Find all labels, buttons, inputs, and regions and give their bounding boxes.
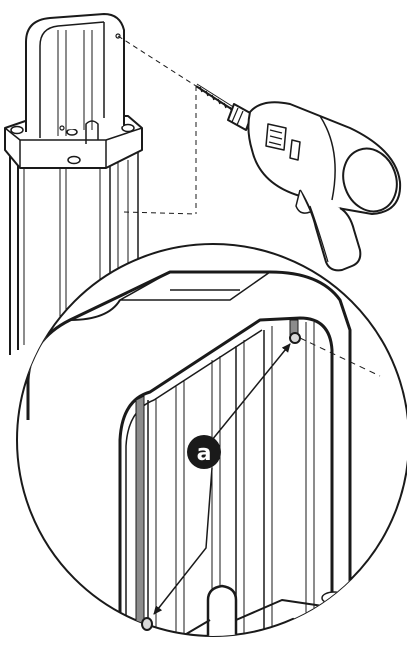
callout-label: a [197,441,212,466]
post-icon [4,13,143,355]
drill-icon [195,83,402,272]
callout-arrows [153,343,291,615]
callout-arrow-bottom [153,467,213,615]
drill-guide-lines [117,35,197,215]
hole-guide-line [299,337,381,377]
screw-hole-marker [141,332,301,631]
callout-badge: a [187,435,221,469]
callout-arrow-top [211,343,291,441]
callout-badge-circle [187,435,221,469]
